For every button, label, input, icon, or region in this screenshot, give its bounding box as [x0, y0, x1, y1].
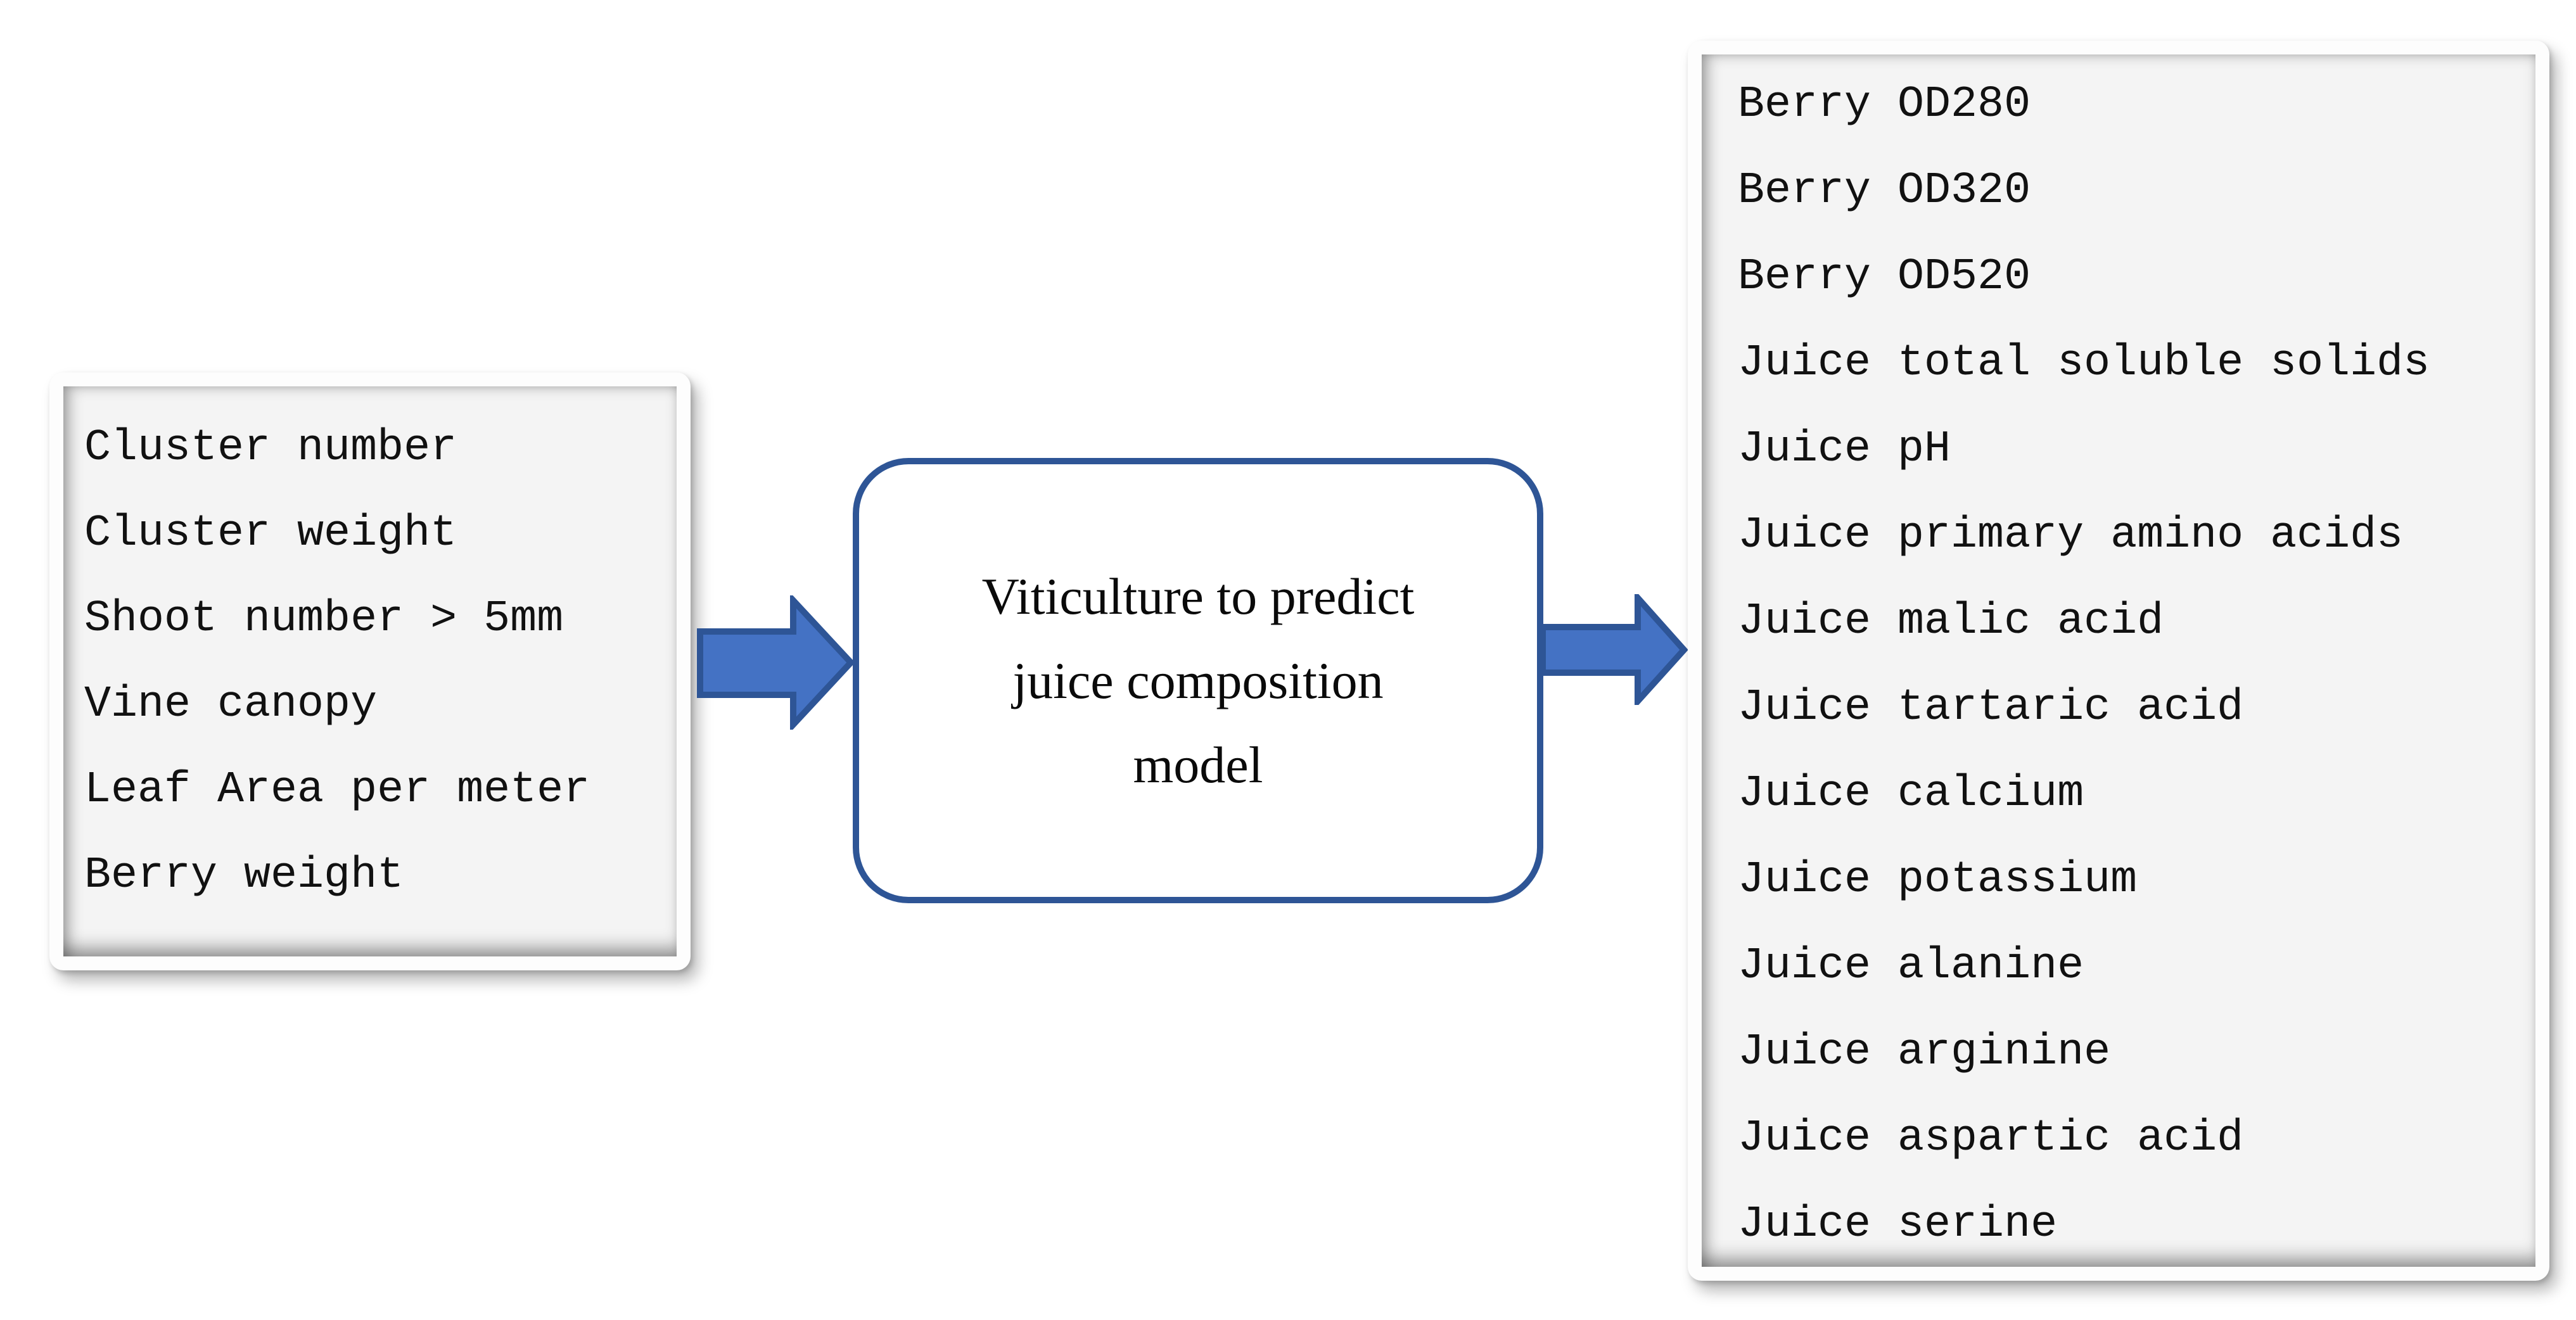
- output-item: Juice primary amino acids: [1738, 511, 2404, 561]
- output-item: Berry OD320: [1738, 166, 2031, 216]
- output-item: Juice calcium: [1738, 769, 2084, 819]
- arrow-right-shape: [1540, 594, 1688, 705]
- output-item: Juice serine: [1738, 1200, 2058, 1250]
- output-item: Berry OD520: [1738, 252, 2031, 302]
- output-item: Juice potassium: [1738, 855, 2138, 905]
- input-item: Cluster weight: [84, 509, 457, 559]
- output-item: Juice tartaric acid: [1738, 683, 2244, 733]
- output-item: Berry OD280: [1738, 80, 2031, 130]
- model-label-line: juice composition: [1012, 652, 1384, 709]
- output-item: Juice aspartic acid: [1738, 1114, 2244, 1164]
- model-label-line: Viticulture to predict: [981, 568, 1415, 625]
- output-item: Juice arginine: [1738, 1027, 2111, 1077]
- input-item: Leaf Area per meter: [84, 765, 590, 815]
- arrow-right-icon: [697, 595, 855, 730]
- input-item: Cluster number: [84, 423, 457, 473]
- input-item: Shoot number > 5mm: [84, 594, 564, 644]
- arrow-right-shape: [697, 595, 855, 730]
- model-box: Viticulture to predict juice composition m…: [853, 458, 1543, 903]
- output-item: Juice malic acid: [1738, 597, 2164, 647]
- model-label-line: model: [1133, 736, 1263, 794]
- arrow-right-icon: [1540, 594, 1688, 705]
- model-label: Viticulture to predict juice composition m…: [982, 554, 1415, 807]
- input-item: Vine canopy: [84, 680, 378, 730]
- output-item: Juice pH: [1738, 424, 1951, 474]
- input-item: Berry weight: [84, 851, 404, 901]
- output-item: Juice total soluble solids: [1738, 338, 2430, 388]
- output-item: Juice alanine: [1738, 941, 2084, 991]
